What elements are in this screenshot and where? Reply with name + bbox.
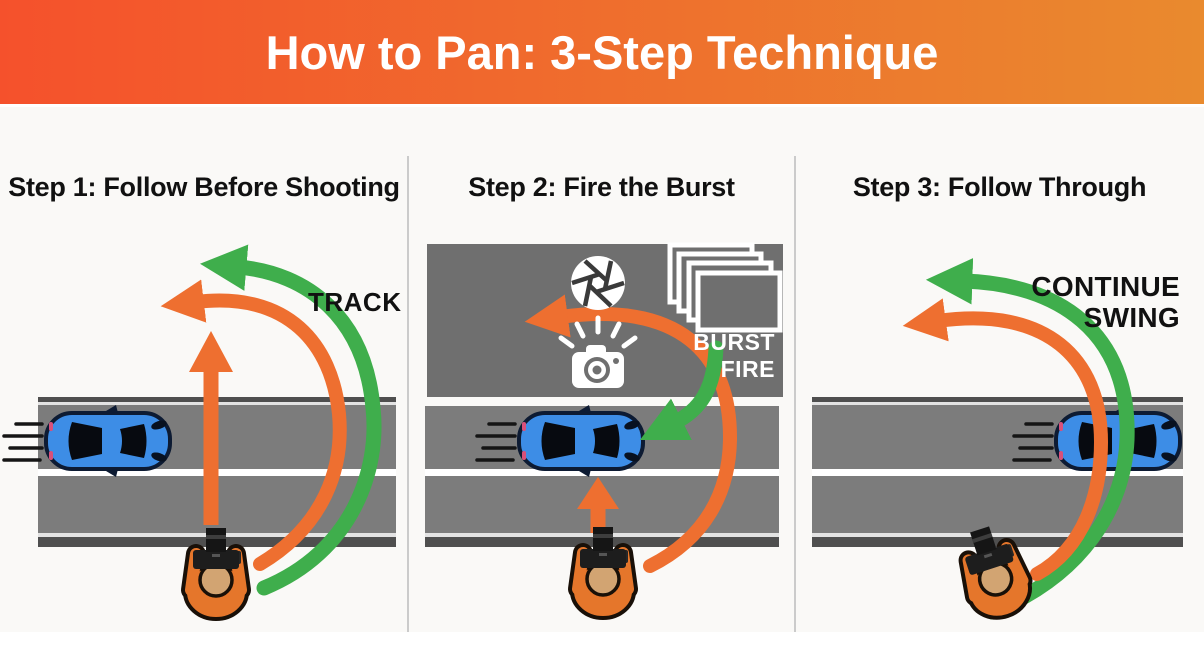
pan-arrow-orange [160,279,347,571]
aim-arrow-up [577,477,619,533]
photographer-icon [572,527,634,618]
burst-fire-line2: FIRE [720,356,775,382]
panel-divider-1 [407,156,409,632]
photographer-icon [950,520,1037,626]
continue-swing-line1: CONTINUE [1031,271,1180,302]
road [38,397,396,547]
title-banner: How to Pan: 3-Step Technique [0,0,1204,107]
continue-swing-line2: SWING [1083,302,1180,333]
panel-step1-scene [2,244,396,619]
panel-divider-2 [794,156,796,632]
road [425,406,779,547]
camera-flash-icon [558,315,638,388]
panel-step2-scene [425,242,783,618]
road [812,397,1183,547]
speed-lines [2,422,44,462]
car-icon [517,403,645,479]
continue-swing-label: CONTINUE SWING [980,271,1180,333]
pan-arrow-orange [902,298,1109,581]
shutter-aperture-icon [571,256,625,310]
speed-lines [1012,422,1054,462]
photographer-icon [185,528,247,619]
aim-arrow-up [189,331,233,525]
bottom-margin [0,632,1204,672]
page-title: How to Pan: 3-Step Technique [265,25,939,79]
speed-lines [475,422,517,462]
burst-frames-icon [667,242,783,333]
step2-heading: Step 2: Fire the Burst [468,172,735,202]
car-icon [44,403,172,479]
step1-heading: Step 1: Follow Before Shooting [8,172,400,202]
car-icon [1054,403,1182,479]
burst-fire-line1: BURST [693,329,775,355]
step3-heading: Step 3: Follow Through [852,172,1147,202]
burst-fire-label: BURST FIRE [647,329,775,383]
track-label: TRACK [308,287,402,317]
